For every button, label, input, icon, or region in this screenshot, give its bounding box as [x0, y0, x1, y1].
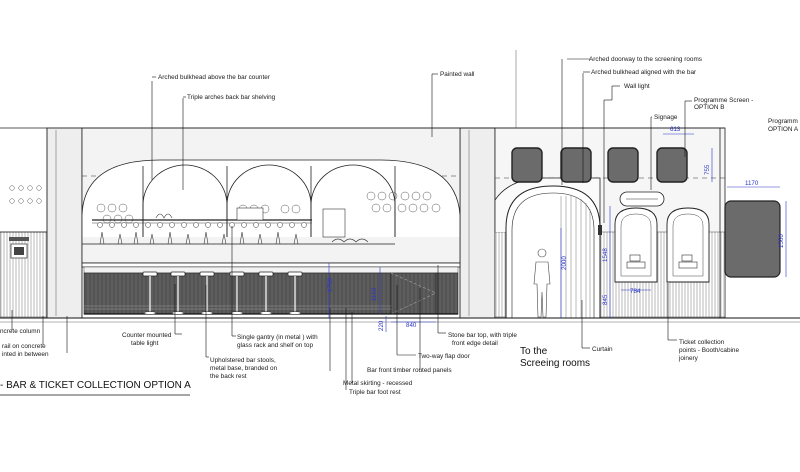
label-stone-top-1: Stone bar top, with triple — [448, 332, 517, 339]
leader-lines — [11, 58, 686, 390]
label-rail-2: inted in between — [2, 351, 49, 358]
label-concrete-column: ncrete column — [0, 328, 41, 335]
label-arched-bulkhead-aligned: Arched bulkhead aligned with the bar — [591, 69, 697, 76]
dim-1560: 1560 — [778, 234, 785, 248]
label-stone-top-2: front edge detail — [452, 340, 498, 347]
label-programme-screen-b-1: Programme Screen - — [694, 97, 753, 104]
drawing-title: - BAR & TICKET COLLECTION OPTION A — [0, 380, 191, 391]
label-programme-a-1: Programm — [768, 118, 798, 125]
leader-stubs — [152, 71, 692, 370]
dim-755: 755 — [704, 164, 711, 175]
ticket-booths — [614, 207, 710, 283]
label-stools-2: metal base, branded on — [210, 365, 278, 372]
label-signage: Signage — [654, 114, 678, 121]
label-gantry-1: Single gantry (in metal ) with — [237, 334, 318, 341]
dim-840: 840 — [406, 322, 417, 329]
right-wall — [494, 127, 781, 319]
label-programme-a-2: OPTION A — [768, 126, 799, 133]
label-curtain: Curtain — [592, 346, 613, 353]
label-programme-screen-b-2: OPTION B — [694, 104, 725, 111]
label-gantry-2: glass rack and shelf on top — [237, 342, 313, 349]
dim-784: 784 — [630, 288, 641, 295]
back-bar-wall — [81, 127, 461, 264]
bottles — [99, 213, 369, 245]
label-timber-panels: Bar front timber routed panels — [367, 367, 452, 374]
person-figure — [533, 248, 551, 318]
label-triple-arches: Triple arches back bar shelving — [187, 94, 276, 101]
dim-1750: 1750 — [327, 278, 334, 292]
label-skirting: Metal skirting - recessed — [343, 380, 413, 387]
label-counter-light-2: table light — [131, 340, 159, 347]
label-arched-bulkhead-bar: Arched bulkhead above the bar counter — [158, 74, 271, 81]
left-column — [46, 127, 83, 319]
label-foot-rest: Triple bar foot rest — [349, 389, 401, 396]
bar-counter — [81, 262, 461, 315]
label-arched-doorway: Arched doorway to the screening rooms — [589, 56, 702, 63]
label-counter-light-1: Counter mounted — [122, 332, 172, 339]
curtain — [560, 196, 591, 318]
programme-screens — [511, 147, 781, 278]
right-column — [459, 127, 496, 319]
label-painted-wall: Painted wall — [440, 71, 474, 78]
label-to-screening-2: Screeing rooms — [520, 358, 590, 369]
dim-845: 845 — [602, 294, 609, 305]
label-ticket-1: Ticket collection — [679, 339, 725, 346]
arched-doorway — [505, 185, 601, 318]
flap-door — [390, 272, 437, 315]
annotation-labels: Arched bulkhead above the bar counter Tr… — [0, 56, 799, 396]
label-wall-light: Wall light — [624, 83, 650, 90]
dim-1170: 1170 — [745, 180, 759, 187]
label-stools-3: the back rest — [210, 373, 247, 380]
wall-light — [598, 225, 602, 235]
dim-613: 613 — [670, 126, 681, 133]
label-to-screening-1: To the — [520, 346, 548, 357]
gantry — [92, 207, 346, 238]
dim-1548: 1548 — [602, 248, 609, 262]
dim-2000: 2000 — [561, 256, 568, 270]
label-flap-door: Two-way flap door — [418, 353, 471, 360]
wall-plate — [9, 237, 29, 259]
label-stools-1: Upholstered bar stools, — [210, 357, 276, 364]
signage — [619, 191, 665, 207]
rail-circles — [9, 185, 42, 204]
label-ticket-2: points - Booth/cabine — [679, 347, 739, 354]
label-ticket-3: joinery — [678, 355, 699, 362]
left-wall — [0, 185, 48, 318]
dimensions: 613 755 1170 1560 1548 845 784 2000 1750… — [327, 126, 787, 332]
label-rail-1: rail on concrete — [2, 343, 46, 350]
dim-220: 220 — [378, 320, 385, 331]
dim-1150: 1150 — [371, 287, 378, 301]
